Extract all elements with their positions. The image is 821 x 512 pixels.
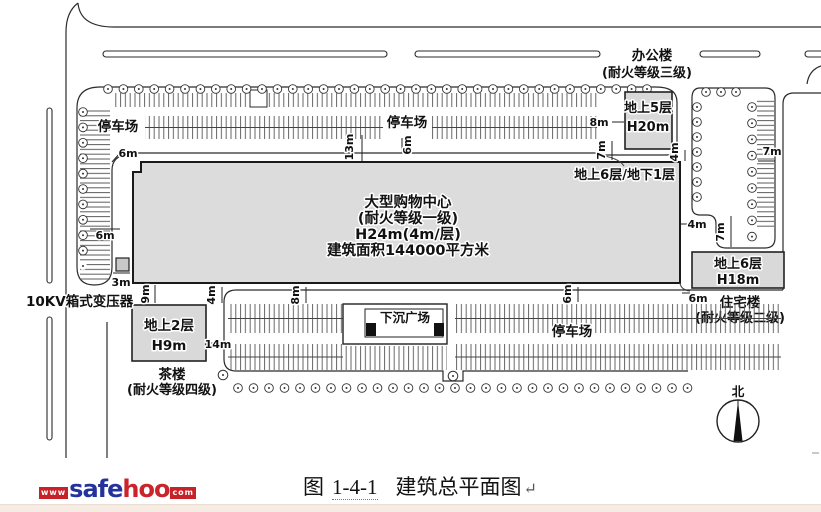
page-edge-artifact	[812, 452, 819, 454]
teahouse-floors-label: 地上2层	[144, 317, 194, 334]
office-block-h20m: 地上5层 H20m	[622, 91, 674, 150]
road-medians	[46, 50, 821, 441]
teahouse-block: 地上2层 H9m 茶楼 (耐火等级四级)	[126, 304, 218, 400]
teahouse-height-label: H9m	[152, 338, 187, 354]
dim-6m-north: 6m	[401, 135, 414, 154]
dimension-annotations: 13m 6m 6m 8m 7m 4m 7m 4m 7m 6m 6m 3m 9m …	[90, 115, 783, 353]
mall-name-label: 大型购物中心	[365, 193, 452, 211]
dim-6m-west: 6m	[95, 229, 114, 242]
dim-8m-ne: 8m	[589, 116, 608, 129]
road-corner-northeast	[806, 65, 821, 85]
caption-title: 建筑总平面图	[395, 475, 522, 499]
road-edge-west	[65, 2, 79, 458]
residential-height-label: H18m	[717, 273, 760, 288]
paragraph-mark: ↵	[523, 481, 537, 498]
teahouse-name-label: 茶楼	[158, 366, 186, 383]
dim-9m-west: 9m	[139, 284, 152, 303]
tree-single-sw	[217, 369, 229, 381]
mall-fire-rating-label: (耐火等级一级)	[358, 209, 458, 227]
sunken-plaza: 下沉广场	[342, 303, 448, 345]
parking-lot-south: 下沉广场 停车场	[217, 289, 783, 393]
road-edge-east	[782, 92, 821, 290]
dim-7m-east: 7m	[762, 145, 781, 158]
dim-14m-south: 14m	[205, 338, 232, 351]
dim-6m-south: 6m	[561, 284, 574, 303]
parking-stalls-east	[757, 100, 774, 228]
office-floors-label: 地上5层	[624, 100, 672, 116]
teahouse-outline	[131, 304, 207, 362]
office-name-label: 办公楼	[632, 47, 673, 64]
caption-figure-number: 1-4-1	[332, 475, 378, 500]
compass-needle	[733, 401, 743, 441]
teahouse-fire-rating-label: (耐火等级四级)	[127, 382, 217, 398]
parking-label-nw: 停车场	[98, 118, 139, 135]
figure-caption: 图 1-4-1 建筑总平面图↵	[303, 471, 537, 501]
road-edge-north	[77, 2, 821, 28]
dim-4m-ne: 4m	[668, 142, 681, 161]
parking-label-s: 停车场	[552, 323, 593, 340]
dim-7m-east-b: 7m	[714, 222, 727, 241]
tree-single-gate	[447, 370, 459, 382]
window-bottom-strip	[0, 504, 821, 512]
dim-3m-west: 3m	[111, 276, 130, 289]
north-compass: 北	[716, 383, 760, 443]
dim-4m-east: 4m	[687, 218, 706, 231]
driveway-curve-ne	[596, 154, 625, 167]
dim-6m-northwest: 6m	[118, 147, 137, 160]
compass-north-label: 北	[732, 384, 745, 399]
parking-lot-north: 停车场 停车场	[76, 84, 678, 286]
mall-outline	[132, 161, 681, 284]
office-building-labels: 办公楼 (耐火等级三级)	[601, 46, 694, 83]
mall-height-label: H24m(4m/层)	[355, 226, 461, 243]
dim-4m-south: 4m	[205, 285, 218, 304]
office-fire-rating-label: (耐火等级三级)	[602, 65, 692, 81]
parking-label-n: 停车场	[387, 114, 428, 131]
logo-com-tag: com	[170, 487, 197, 499]
site-plan-drawing: 停车场 停车场 办公楼 (耐火等级三级) 地上5层 H20m 地上6层/地下1层…	[25, 2, 821, 458]
residential-block-outline	[691, 251, 785, 289]
driveway-curve-se	[679, 282, 691, 292]
residential-floors-label: 地上6层	[714, 256, 762, 272]
transformer-box	[115, 257, 130, 272]
mall-area-label: 建筑面积144000平方米	[327, 241, 490, 259]
plaza-label: 下沉广场	[380, 310, 430, 325]
office-block-outline	[624, 91, 673, 150]
plaza-stair-left	[366, 323, 376, 336]
parking-lot-south-outline	[223, 289, 688, 382]
logo-www-tag: www	[39, 487, 69, 499]
parking-stalls-south-r2m	[343, 346, 447, 370]
office-height-label: H20m	[627, 120, 670, 135]
dim-7m-ne: 7m	[595, 140, 608, 159]
caption-figure-word: 图	[303, 475, 324, 499]
dim-13m-north: 13m	[343, 134, 356, 161]
mall-corner-note: 地上6层/地下1层	[574, 167, 675, 183]
transformer: 10KV箱式变压器	[25, 257, 135, 312]
dim-6m-east: 6m	[688, 292, 707, 305]
residential-parking-area	[691, 87, 776, 249]
plaza-stair-right	[434, 323, 444, 336]
mall-building: 地上6层/地下1层 大型购物中心 (耐火等级一级) H24m(4m/层) 建筑面…	[132, 154, 691, 292]
dim-8m-south: 8m	[289, 285, 302, 304]
parking-stalls-north-row1	[112, 93, 597, 107]
roads	[46, 2, 821, 458]
parking-lot-north-outline	[76, 86, 678, 286]
logo-safe-text: safe	[69, 475, 123, 503]
residential-parking-outline	[691, 87, 776, 249]
logo-hoo-text: hoo	[122, 475, 170, 503]
transformer-label: 10KV箱式变压器	[26, 293, 134, 310]
